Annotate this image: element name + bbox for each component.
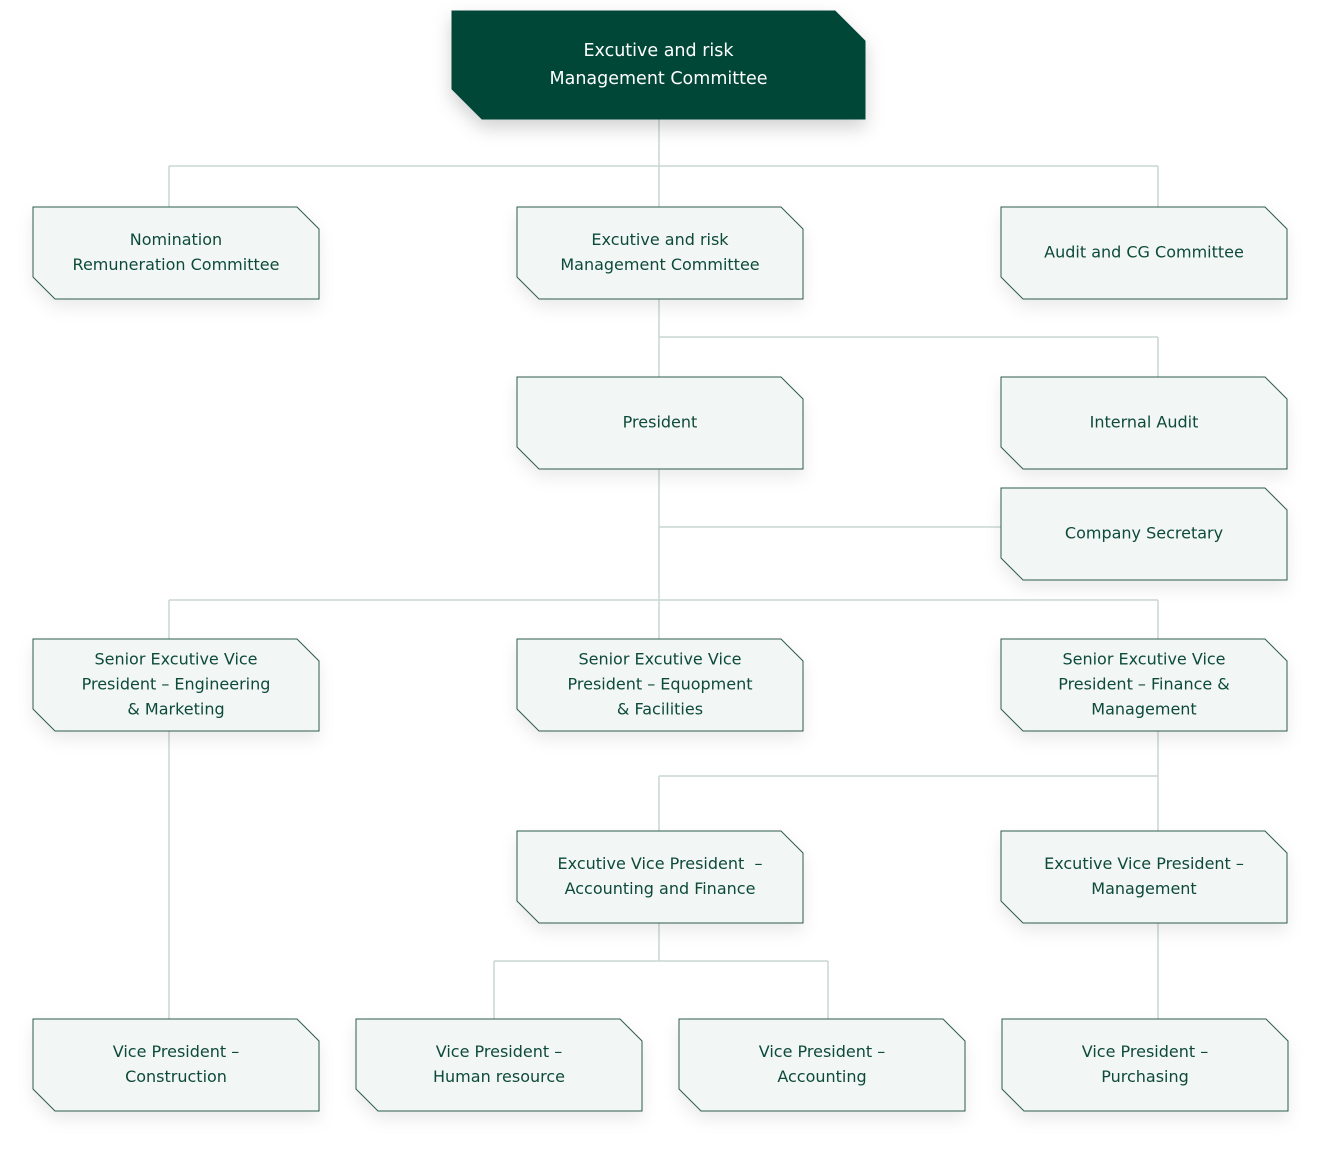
node-label-line: Management	[1091, 879, 1196, 898]
org-node-audit-cg: Audit and CG Committee	[1000, 206, 1288, 300]
org-node-president: President	[516, 376, 804, 470]
node-label-line: Remuneration Committee	[73, 255, 280, 274]
node-label-line: Accounting	[777, 1067, 866, 1086]
node-label-line: Vice President –	[113, 1042, 239, 1061]
node-label-line: President – Engineering	[82, 675, 271, 694]
node-shape	[516, 638, 804, 732]
node-shape	[32, 206, 320, 300]
node-label-line: Construction	[125, 1067, 227, 1086]
connector-lines	[168, 119, 1159, 1019]
node-shape	[32, 638, 320, 732]
node-label-line: Vice President –	[1082, 1042, 1208, 1061]
node-label-line: Nomination	[130, 230, 222, 249]
org-node-internal-audit: Internal Audit	[1000, 376, 1288, 470]
node-shape	[451, 10, 866, 120]
node-label-line: Vice President –	[759, 1042, 885, 1061]
node-label-line: Management Committee	[560, 255, 759, 274]
org-node-evp-management: Excutive Vice President – Management	[1000, 830, 1288, 924]
node-label-line: Excutive Vice President –	[558, 854, 763, 873]
node-shape	[1000, 487, 1288, 581]
node-shape	[1000, 638, 1288, 732]
node-shape	[1001, 1018, 1289, 1112]
node-label-line: & Marketing	[127, 700, 224, 719]
node-shape	[678, 1018, 966, 1112]
node-label-line: President	[623, 413, 698, 432]
node-label-line: Excutive Vice President –	[1044, 854, 1244, 873]
node-label-line: Audit and CG Committee	[1044, 243, 1244, 262]
node-label-line: Senior Excutive Vice	[1062, 650, 1225, 669]
org-node-vp-hr: Vice President – Human resource	[355, 1018, 643, 1112]
node-shape	[355, 1018, 643, 1112]
node-label-line: Management	[1091, 700, 1196, 719]
node-label-line: Management Committee	[550, 69, 768, 89]
org-node-vp-construction: Vice President – Construction	[32, 1018, 320, 1112]
node-label-line: President – Finance &	[1058, 675, 1230, 694]
org-node-evp-accounting-finance: Excutive Vice President – Accounting and …	[516, 830, 804, 924]
node-shape	[32, 1018, 320, 1112]
node-label-line: Human resource	[433, 1067, 565, 1086]
node-label-line: Senior Excutive Vice	[94, 650, 257, 669]
node-label-line: Accounting and Finance	[565, 879, 756, 898]
node-label-line: Excutive and risk	[583, 41, 734, 61]
node-shape	[516, 376, 804, 470]
node-shape	[1000, 376, 1288, 470]
node-label-line: Company Secretary	[1065, 524, 1223, 543]
node-label-line: Internal Audit	[1090, 413, 1199, 432]
node-label-line: Vice President –	[436, 1042, 562, 1061]
node-label-line: Excutive and risk	[591, 230, 729, 249]
node-label-line: President – Equopment	[568, 675, 753, 694]
org-node-company-secretary: Company Secretary	[1000, 487, 1288, 581]
node-label-line: Senior Excutive Vice	[578, 650, 741, 669]
node-shape	[516, 830, 804, 924]
node-shape	[1000, 206, 1288, 300]
org-node-vp-accounting: Vice President – Accounting	[678, 1018, 966, 1112]
node-label-line: Purchasing	[1101, 1067, 1189, 1086]
node-shape	[516, 206, 804, 300]
org-node-vp-purchasing: Vice President – Purchasing	[1001, 1018, 1289, 1112]
node-label-line: & Facilities	[617, 700, 703, 719]
node-shape	[1000, 830, 1288, 924]
